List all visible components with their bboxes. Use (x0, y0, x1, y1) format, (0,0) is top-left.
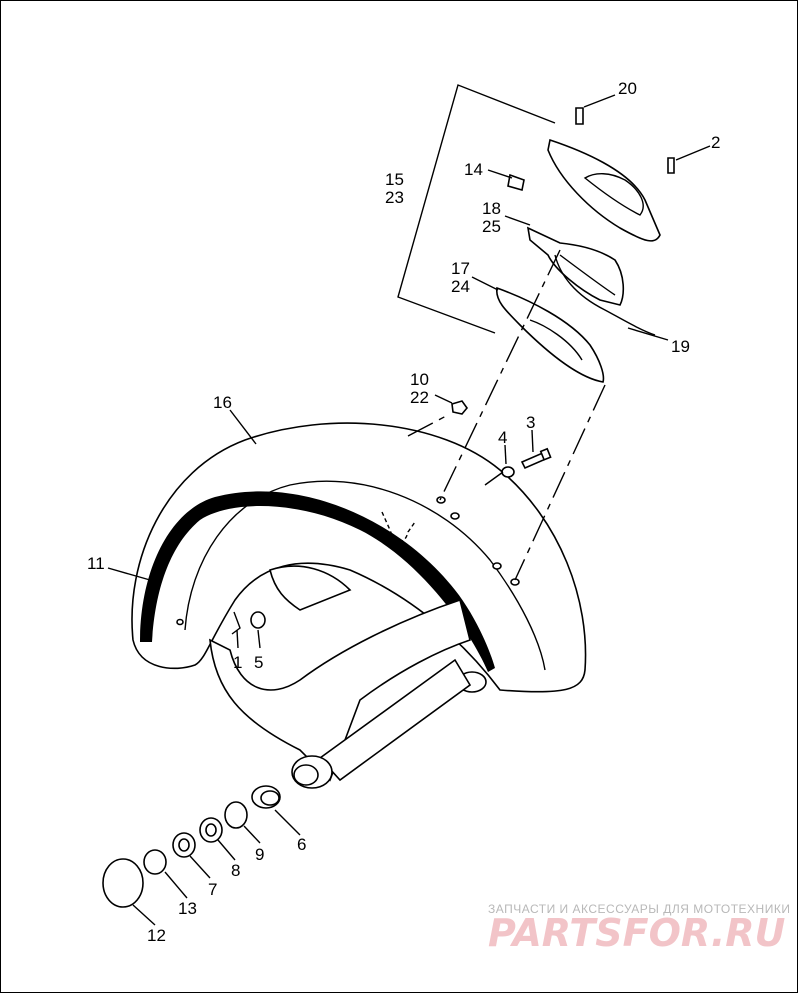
group-bracket (397, 84, 556, 334)
callout-22: 22 (410, 388, 429, 407)
callout-1: 1 (233, 653, 242, 672)
callout-16: 16 (213, 393, 232, 412)
callout-3: 3 (526, 413, 535, 432)
callout-2: 2 (711, 133, 720, 152)
callout-14: 14 (464, 160, 483, 179)
callout-8: 8 (231, 861, 240, 880)
marker-lamp-assembly (495, 107, 675, 383)
callout-7: 7 (208, 880, 217, 899)
callout-labels: 20 2 15 23 14 18 25 17 24 19 10 22 16 3 … (87, 79, 720, 945)
fender-hardware (231, 400, 552, 635)
callout-13: 13 (178, 899, 197, 918)
callout-19: 19 (671, 337, 690, 356)
watermark-brand: PARTSFOR.RU (488, 911, 786, 955)
alignment-line-1 (439, 249, 561, 501)
callout-4: 4 (498, 428, 507, 447)
callout-10: 10 (410, 370, 429, 389)
callout-11: 11 (87, 554, 105, 573)
watermark-caption: ЗАПЧАСТИ И АКСЕССУАРЫ ДЛЯ МОТОТЕХНИКИ (488, 902, 790, 916)
callout-12: 12 (147, 926, 166, 945)
leader-lines (107, 94, 711, 926)
callout-15: 15 (385, 170, 404, 189)
alignment-line-4 (484, 471, 504, 486)
callout-24: 24 (451, 277, 470, 296)
callout-17: 17 (451, 259, 470, 278)
alignment-line-2 (514, 384, 606, 581)
callout-25: 25 (482, 217, 501, 236)
callout-20: 20 (618, 79, 637, 98)
callout-9: 9 (255, 845, 264, 864)
callout-6: 6 (297, 835, 306, 854)
callout-5: 5 (254, 653, 263, 672)
callout-23: 23 (385, 188, 404, 207)
front-fender (131, 422, 587, 693)
alignment-line-3 (407, 414, 449, 437)
axle-spacer-stack (102, 785, 281, 908)
callout-18: 18 (482, 199, 501, 218)
watermark: ЗАПЧАСТИ И АКСЕССУАРЫ ДЛЯ МОТОТЕХНИКИ PA… (488, 902, 790, 955)
fork-assembly (209, 565, 487, 789)
